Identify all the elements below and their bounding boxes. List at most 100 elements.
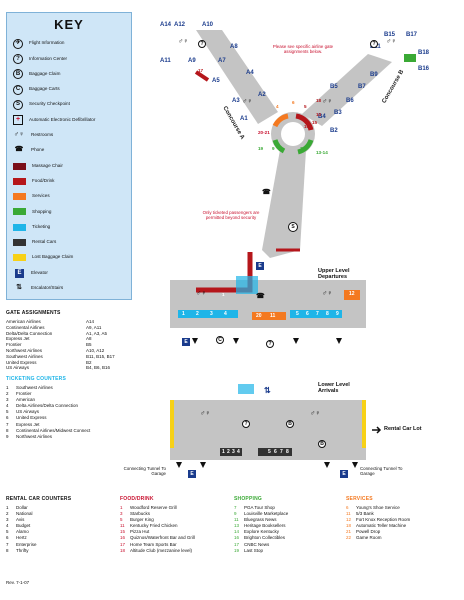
- rental-row: 1 Dollar: [6, 505, 111, 511]
- rental-number: 1: [6, 505, 9, 510]
- revision-note: Rev. 7-1-07: [6, 580, 30, 585]
- shopping-name: Heritage Booksellers: [244, 523, 286, 529]
- gate-numbers: A9, A11: [86, 324, 102, 330]
- key-label: Security Checkpoint: [29, 101, 70, 107]
- phone-icon: ☎: [262, 189, 271, 196]
- services-name: Game Room: [356, 535, 382, 541]
- restroom-icon: ♂♀: [322, 290, 333, 297]
- gate-airline: Northwest Airlines: [6, 347, 43, 353]
- baggage-claim-icon: B: [13, 69, 23, 80]
- services-name: Automatic Teller Machine: [356, 523, 407, 529]
- key-row: Food/Drink: [13, 174, 125, 189]
- restroom-icon: ♂♀: [200, 410, 211, 417]
- gate-label-a: A11: [160, 58, 171, 64]
- ticketing-strip-right: [290, 310, 342, 318]
- shopping-number: 17: [234, 541, 240, 547]
- rental-number: 4: [6, 523, 9, 529]
- ticketing-strip-left: [178, 310, 238, 318]
- food-number: 17: [120, 541, 126, 547]
- gate-label-b: B2: [330, 128, 338, 134]
- elevator-icon: E: [182, 338, 190, 346]
- gate-label-b: B9: [370, 72, 378, 78]
- restroom-icon: ♂♀: [178, 38, 189, 45]
- info-icon: ?: [198, 40, 206, 48]
- rental-company: Budget: [16, 523, 31, 529]
- shopping-name: Louisville Marketplace: [244, 511, 289, 517]
- key-row: Services: [13, 189, 125, 204]
- gate-label-b: B17: [406, 32, 418, 38]
- ticketing-airline: United Express: [16, 415, 47, 421]
- escalator-ramp: [236, 276, 258, 294]
- services-name: 5/3 Bank: [356, 511, 374, 517]
- key-label: Lost Baggage Claim: [32, 254, 74, 260]
- restroom-icon: ♂♀: [242, 98, 253, 105]
- gate-label-b: B16: [418, 66, 430, 72]
- amenity-number: 10: [316, 112, 322, 117]
- key-row: Shopping: [13, 204, 125, 219]
- amenity-number: 18: [316, 98, 322, 103]
- defibrillator-icon: +: [13, 115, 23, 126]
- shopping-name: CNBC News: [244, 541, 270, 547]
- ticket-counter-number: 4: [224, 311, 227, 317]
- ticketing-swatch: [13, 223, 26, 231]
- restroom-icon: ♂♀: [13, 131, 25, 139]
- rental-counter-number: 2: [227, 449, 230, 455]
- key-row: E Elevator: [13, 265, 125, 280]
- info-icon: ?: [370, 40, 378, 48]
- ticketing-number: 6: [6, 415, 9, 421]
- key-row: + Automatic Electronic Defibrillator: [13, 112, 125, 127]
- services-name: Young's Shoe Service: [356, 505, 400, 510]
- shopping-arc-left: [272, 139, 286, 154]
- key-label: Automatic Electronic Defibrillator: [29, 116, 96, 122]
- shopping-swatch: [13, 208, 26, 216]
- amenity-number: 5: [304, 104, 307, 109]
- gate-numbers: A1, A3, A5: [86, 330, 108, 336]
- amenity-number: 4: [276, 104, 279, 109]
- escalator-icon: ⇅: [16, 283, 22, 291]
- rental-counter-right: [258, 448, 292, 456]
- gate-label-a: A5: [212, 78, 220, 84]
- garage-tunnel-left: Connecting Tunnel To Garage: [123, 466, 166, 476]
- key-label: Phone: [31, 147, 45, 153]
- amenity-number: 15: [312, 120, 318, 125]
- lower-level-label: Lower Level Arrivals: [318, 382, 350, 394]
- key-label: Flight Information: [29, 40, 65, 46]
- gate-airline: American Airlines: [6, 319, 41, 324]
- key-label: Massage Chair: [32, 162, 63, 168]
- shopping-number: 19: [234, 547, 240, 553]
- food-number: 18: [120, 547, 126, 553]
- gate-label-a: A3: [232, 98, 240, 104]
- ticket-counter-number: 9: [336, 311, 339, 317]
- info-icon: ?: [13, 53, 23, 64]
- elevator-icon: E: [15, 268, 24, 278]
- gate-airline: US Airways: [6, 365, 30, 371]
- rental-company: Alamo: [16, 529, 29, 535]
- rental-title: RENTAL CAR COUNTERS: [6, 496, 72, 502]
- rental-counter-left: [220, 448, 242, 456]
- connector-spine: [262, 150, 306, 258]
- key-label: Elevator: [31, 269, 48, 275]
- food-number: 11: [120, 523, 125, 529]
- gate-label-a: A12: [174, 22, 186, 28]
- baggage-claim-icon: B: [286, 420, 294, 428]
- amenity-number: 13-14: [316, 150, 328, 155]
- gate-numbers: B11, B15, B17: [86, 353, 115, 359]
- rental-company: National: [16, 511, 33, 517]
- rental-company: Dollar: [16, 505, 28, 510]
- services-number: 11: [346, 511, 351, 517]
- shopping-name: Explore Kentucky: [244, 529, 280, 535]
- food-name: Pizza Hut: [130, 529, 150, 535]
